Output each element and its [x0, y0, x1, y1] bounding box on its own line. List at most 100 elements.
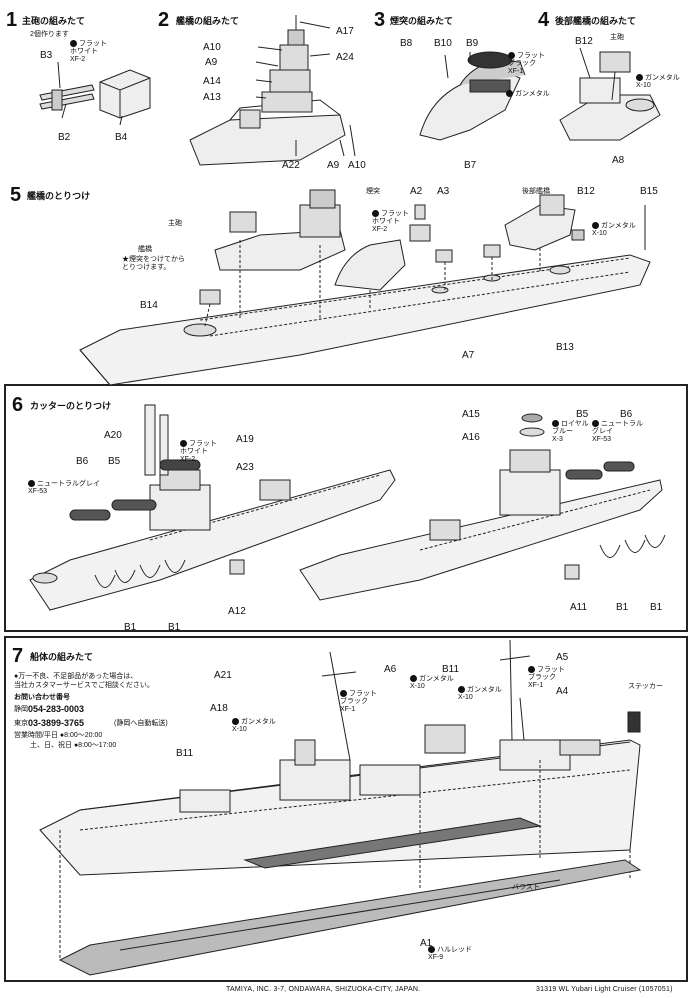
- part-label: A12: [228, 606, 246, 617]
- paint-dot-icon: [180, 440, 187, 447]
- step-3-number: 3: [374, 9, 386, 31]
- paint-dot-icon: [592, 420, 599, 427]
- part-label: 主砲: [610, 34, 624, 41]
- part-label: A1: [420, 938, 433, 949]
- part-label: A3: [437, 186, 450, 197]
- paint-dot-icon: [636, 74, 643, 81]
- bridge-note: ★煙突をつけてから とりつけます。: [122, 256, 185, 271]
- paint-dot-icon: [528, 666, 535, 673]
- part-label: A10: [203, 42, 221, 53]
- step-6-title: カッターのとりつけ: [30, 401, 112, 411]
- paint-dot-icon: [410, 675, 417, 682]
- paint-callout: フラット ホワイト XF-2: [180, 440, 217, 464]
- paint-callout: ガンメタル X-10: [232, 718, 276, 734]
- part-label: A20: [104, 430, 122, 441]
- part-label: A18: [210, 703, 228, 714]
- paint-dot-icon: [340, 690, 347, 697]
- part-label: 煙突: [366, 188, 380, 195]
- part-label: A4: [556, 686, 569, 697]
- step-5-number: 5: [10, 184, 22, 206]
- paint-callout: フラット ブラック XF-1: [340, 690, 377, 714]
- part-label: A9: [327, 160, 340, 171]
- part-label: A2: [410, 186, 423, 197]
- part-label: B6: [76, 456, 89, 467]
- step-4-title: 後部艦橋の組みたて: [555, 16, 637, 26]
- part-label: A19: [236, 434, 254, 445]
- part-label: A13: [203, 92, 221, 103]
- part-label: A10: [348, 160, 366, 171]
- part-label: B14: [140, 300, 158, 311]
- step4-rear-bridge-drawing: [559, 47, 661, 141]
- part-label: B6: [620, 409, 633, 420]
- part-label: A11: [570, 602, 588, 613]
- part-label: B1: [616, 602, 629, 613]
- paint-callout: ガンメタル X-10: [458, 686, 502, 702]
- part-label: A21: [214, 670, 232, 681]
- support-hours-1: 営業時間/平日 ●8:00〜20:00: [14, 732, 103, 739]
- paint-callout: ニュートラルグレイ XF-53: [28, 480, 100, 496]
- paint-dot-icon: [506, 90, 513, 97]
- part-label: 主砲: [168, 220, 182, 227]
- paint-dot-icon: [372, 210, 379, 217]
- step-2-number: 2: [158, 9, 170, 31]
- footer-product: 31319 WL Yubari Light Cruiser (1057051): [536, 986, 673, 993]
- step3-funnel-drawing: [419, 51, 526, 141]
- part-label: A17: [336, 26, 354, 37]
- paint-callout: ガンメタル X-10: [592, 222, 636, 238]
- part-label: A16: [462, 432, 480, 443]
- step-2-title: 艦橋の組みたて: [176, 16, 240, 26]
- part-label: A5: [556, 652, 569, 663]
- paint-dot-icon: [70, 40, 77, 47]
- part-label: B12: [577, 186, 595, 197]
- paint-callout: ハルレッド XF-9: [428, 946, 472, 962]
- paint-callout: ガンメタル X-10: [410, 675, 454, 691]
- step-7-number: 7: [12, 645, 24, 667]
- step-6-number: 6: [12, 394, 24, 416]
- paint-dot-icon: [28, 480, 35, 487]
- paint-callout: フラット ホワイト XF-2: [372, 210, 409, 234]
- step-4-number: 4: [538, 9, 550, 31]
- paint-callout: ガンメタル: [506, 90, 550, 98]
- support-phone-2: 03-3899-3765: [28, 718, 85, 728]
- paint-dot-icon: [508, 52, 515, 59]
- part-label: A6: [384, 664, 397, 675]
- step-1-number: 1: [6, 9, 18, 31]
- support-city-2: 東京: [14, 720, 28, 727]
- part-label: A7: [462, 350, 475, 361]
- step-1-subtitle: 2個作ります: [30, 31, 69, 38]
- support-hours-2: 土、日、祝日 ●8:00〜17:00: [30, 742, 117, 749]
- part-label: 艦橋: [138, 246, 152, 253]
- part-label: A15: [462, 409, 480, 420]
- part-label: B5: [108, 456, 121, 467]
- part-label: A23: [236, 462, 254, 473]
- part-label: A14: [203, 76, 221, 87]
- part-label: B4: [115, 132, 128, 143]
- step6-right-hull-drawing: [299, 413, 666, 601]
- sticker-label: ステッカー: [628, 683, 663, 690]
- part-label: A24: [336, 52, 354, 63]
- part-label: B3: [40, 50, 53, 61]
- part-label: B11: [176, 748, 194, 759]
- part-label: A8: [612, 155, 625, 166]
- part-label: B15: [640, 186, 658, 197]
- step2-bridge-drawing: [189, 15, 356, 166]
- part-label: B1: [650, 602, 663, 613]
- ballast-label: バラスト: [512, 884, 540, 891]
- support-city-1: 静岡: [14, 706, 28, 713]
- part-label: B1: [168, 622, 181, 633]
- part-label: B12: [575, 36, 593, 47]
- paint-callout: フラット ホワイト XF-2: [70, 40, 107, 64]
- step7-ship-drawing: [39, 639, 642, 976]
- part-label: B1: [124, 622, 137, 633]
- step6-left-hull-drawing: [29, 404, 396, 611]
- part-label: B5: [576, 409, 589, 420]
- paint-callout: ニュートラル グレイ XF-53: [592, 420, 643, 444]
- footer-company: TAMIYA, INC. 3-7, ONDAWARA, SHIZUOKA-CIT…: [226, 986, 421, 993]
- support-heading: お問い合わせ番号: [14, 694, 70, 701]
- step1-turret-drawing: [39, 61, 151, 126]
- step-1-title: 主砲の組みたて: [22, 16, 86, 26]
- part-label: B2: [58, 132, 71, 143]
- paint-dot-icon: [592, 222, 599, 229]
- support-phone-1: 054-283-0003: [28, 704, 85, 714]
- part-label: B11: [442, 664, 460, 675]
